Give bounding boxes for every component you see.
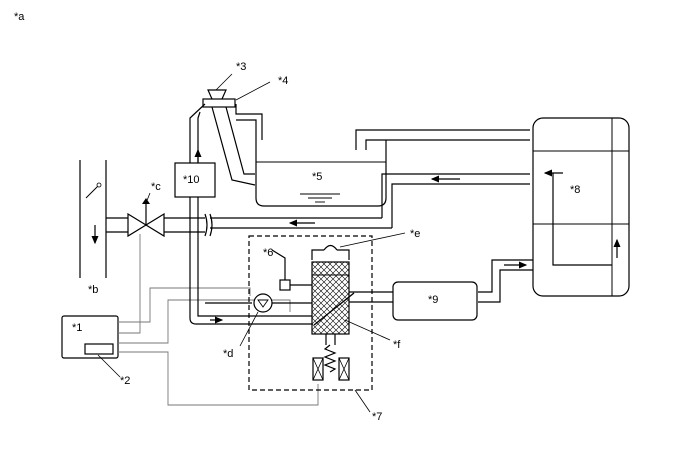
label-4: *4 (278, 75, 288, 87)
label-9: *9 (428, 294, 438, 306)
ecm-sub-box (84, 343, 114, 355)
valve-c-arrow (142, 198, 150, 204)
wire-2 (118, 299, 291, 344)
vent-line-1 (189, 103, 206, 163)
wire-3 (118, 351, 319, 406)
pipe-b-switch-dot (96, 182, 102, 188)
solenoid-x (312, 357, 350, 381)
block-8-inner (552, 173, 612, 266)
wire-1 (118, 287, 251, 323)
label-2: *2 (120, 375, 130, 387)
vent-tank-line (235, 104, 263, 140)
block-8 (532, 117, 630, 297)
label-5: *5 (312, 171, 322, 183)
label-b: *b (88, 284, 98, 296)
label-d: *d (223, 348, 233, 360)
return-top (381, 173, 530, 218)
label-8: *8 (570, 184, 580, 196)
label-10: *10 (183, 174, 200, 186)
module-7 (248, 235, 373, 391)
filler-pipe-left (211, 106, 256, 186)
line-9-8-bottom (478, 269, 533, 303)
pipe-b-switch (85, 185, 99, 199)
filler-pipe-right (225, 106, 255, 175)
leader-2 (97, 354, 121, 378)
wire-to-valve (118, 234, 141, 334)
label-7: *7 (372, 411, 382, 423)
leader-3 (215, 73, 233, 91)
canister-line-inner (197, 197, 312, 317)
leader-f (344, 319, 391, 341)
leader-6 (271, 249, 286, 280)
tank-to-8-bottom (365, 139, 530, 150)
figure-title: *a (14, 11, 25, 23)
label-c: *c (151, 181, 161, 193)
valve-top (311, 249, 350, 260)
valve-body-f (311, 261, 350, 335)
label-e: *e (410, 228, 420, 240)
leader-e (339, 232, 406, 248)
valve-stem-bottom (325, 334, 336, 345)
canister-line-outer (189, 197, 312, 325)
line-9-8-top (478, 259, 533, 293)
filler-cap (207, 89, 227, 100)
label-1: *1 (72, 322, 82, 334)
valve-top-curve (323, 244, 338, 251)
valve-c-right (144, 212, 165, 238)
block-9 (392, 281, 478, 321)
return-bottom (391, 183, 530, 228)
label-3: *3 (236, 61, 246, 73)
leader-4 (235, 81, 271, 101)
leader-c (145, 192, 151, 204)
label-6: *6 (263, 247, 273, 259)
valve-disc (313, 292, 355, 326)
filler-neck (202, 98, 236, 108)
fuel-tank (255, 140, 387, 207)
canister-box (174, 162, 216, 198)
leader-7 (354, 389, 371, 413)
spring (323, 344, 337, 373)
label-f: *f (393, 339, 401, 351)
leader-d (239, 311, 259, 347)
sensor-6 (279, 279, 291, 291)
valve-to-9 (349, 291, 393, 303)
tank-to-8-top (355, 129, 530, 150)
pipe-break (204, 213, 213, 237)
valve-c-left (127, 212, 148, 238)
pump-d-symbol (257, 299, 269, 308)
pump-d (253, 293, 273, 313)
vent-line-2 (197, 111, 201, 163)
